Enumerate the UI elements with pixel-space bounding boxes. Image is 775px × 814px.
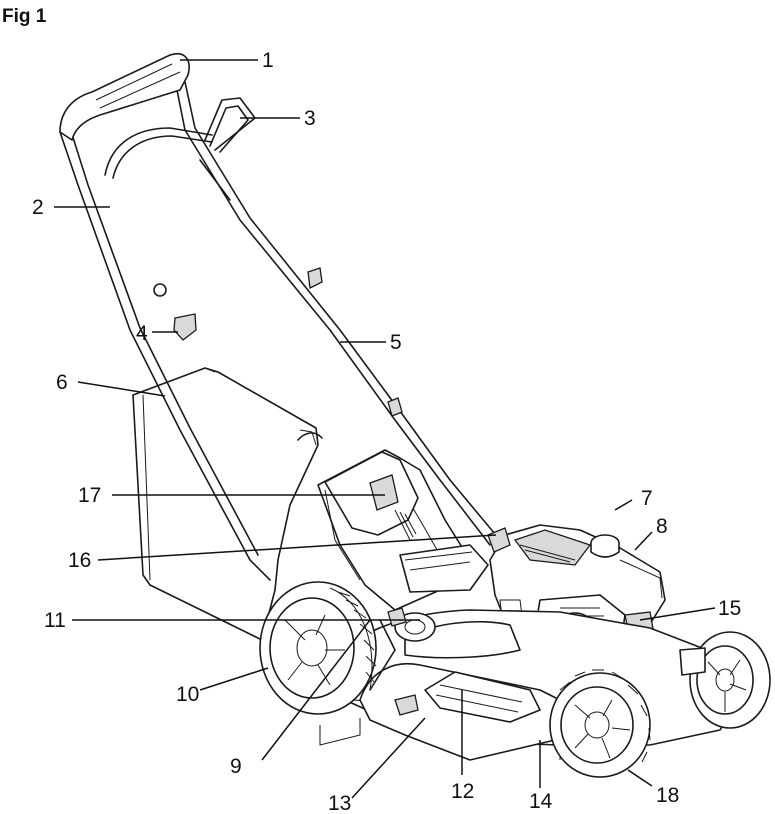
front-deck — [319, 663, 561, 761]
callout-11: 11 — [44, 609, 66, 632]
primer — [487, 527, 511, 553]
leader-7 — [614, 499, 633, 511]
leader-13 — [351, 717, 426, 799]
callout-17: 17 — [78, 484, 101, 507]
front-wheel — [549, 669, 651, 778]
callout-5: 5 — [390, 331, 402, 354]
callout-9: 9 — [230, 755, 242, 778]
operator-presence-bar — [104, 97, 256, 201]
callout-10: 10 — [176, 683, 199, 706]
leader-9 — [261, 619, 371, 761]
callout-16: 16 — [68, 549, 91, 572]
callout-14: 14 — [529, 790, 553, 813]
leader-10 — [199, 667, 269, 691]
callout-7: 7 — [641, 487, 653, 510]
height-adjust-lever — [369, 607, 407, 691]
far-front-wheel — [679, 631, 771, 729]
callout-18: 18 — [656, 784, 679, 807]
callout-numbers: 1 2 3 4 5 6 7 8 9 10 11 12 13 14 15 16 1… — [32, 49, 741, 814]
bag-fill-indicator — [324, 451, 419, 541]
callout-2: 2 — [32, 196, 44, 219]
leader-8 — [634, 531, 653, 551]
leader-lines — [54, 59, 716, 799]
callout-6: 6 — [56, 371, 68, 394]
callout-15: 15 — [718, 597, 741, 620]
rear-wheel — [259, 581, 377, 715]
callout-13: 13 — [328, 792, 351, 814]
leader-6 — [77, 381, 166, 397]
grass-bag — [132, 367, 323, 641]
leader-18 — [627, 769, 653, 787]
figure-title: Fig 1 — [2, 6, 47, 27]
callout-3: 3 — [304, 107, 316, 130]
callout-1: 1 — [262, 49, 274, 72]
leader-16 — [97, 534, 497, 561]
callout-4: 4 — [136, 322, 148, 345]
callout-12: 12 — [451, 780, 474, 803]
leader-15 — [639, 607, 716, 621]
callout-8: 8 — [656, 515, 668, 538]
